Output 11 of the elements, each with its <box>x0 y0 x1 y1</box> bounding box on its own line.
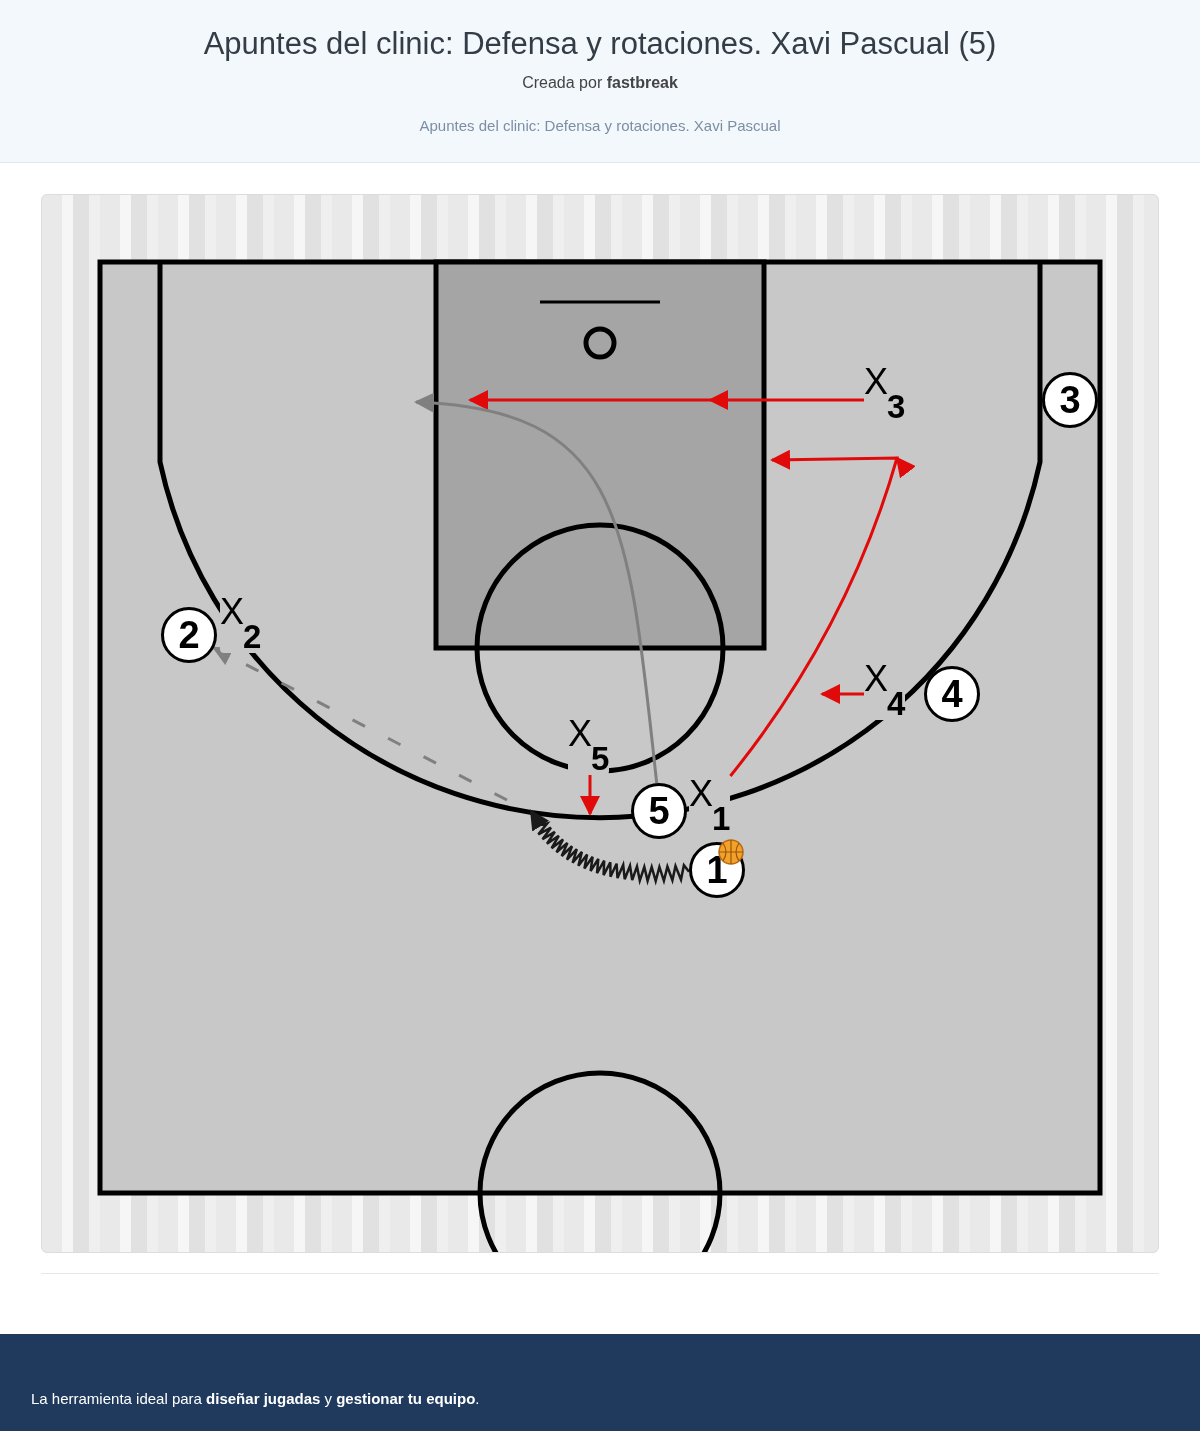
movement-arrow <box>468 390 864 410</box>
pass-arrow <box>212 646 508 802</box>
author-credit: Creada por fastbreak <box>522 73 678 92</box>
movement-arrow <box>729 450 915 777</box>
movement-arrow <box>820 684 864 704</box>
footer-tagline: La herramienta ideal para diseñar jugadas y gestionar tu equipo. <box>31 1390 480 1408</box>
dribble-arrow <box>529 809 690 886</box>
movement-arrow <box>580 775 600 816</box>
diagram-description: Apuntes del clinic: Defensa y rotaciones. Xavi Pascual <box>419 117 781 135</box>
page-title: Apuntes del clinic: Defensa y rotaciones. Xavi Pascual (5) <box>203 26 997 62</box>
cut-arrow <box>414 393 659 784</box>
